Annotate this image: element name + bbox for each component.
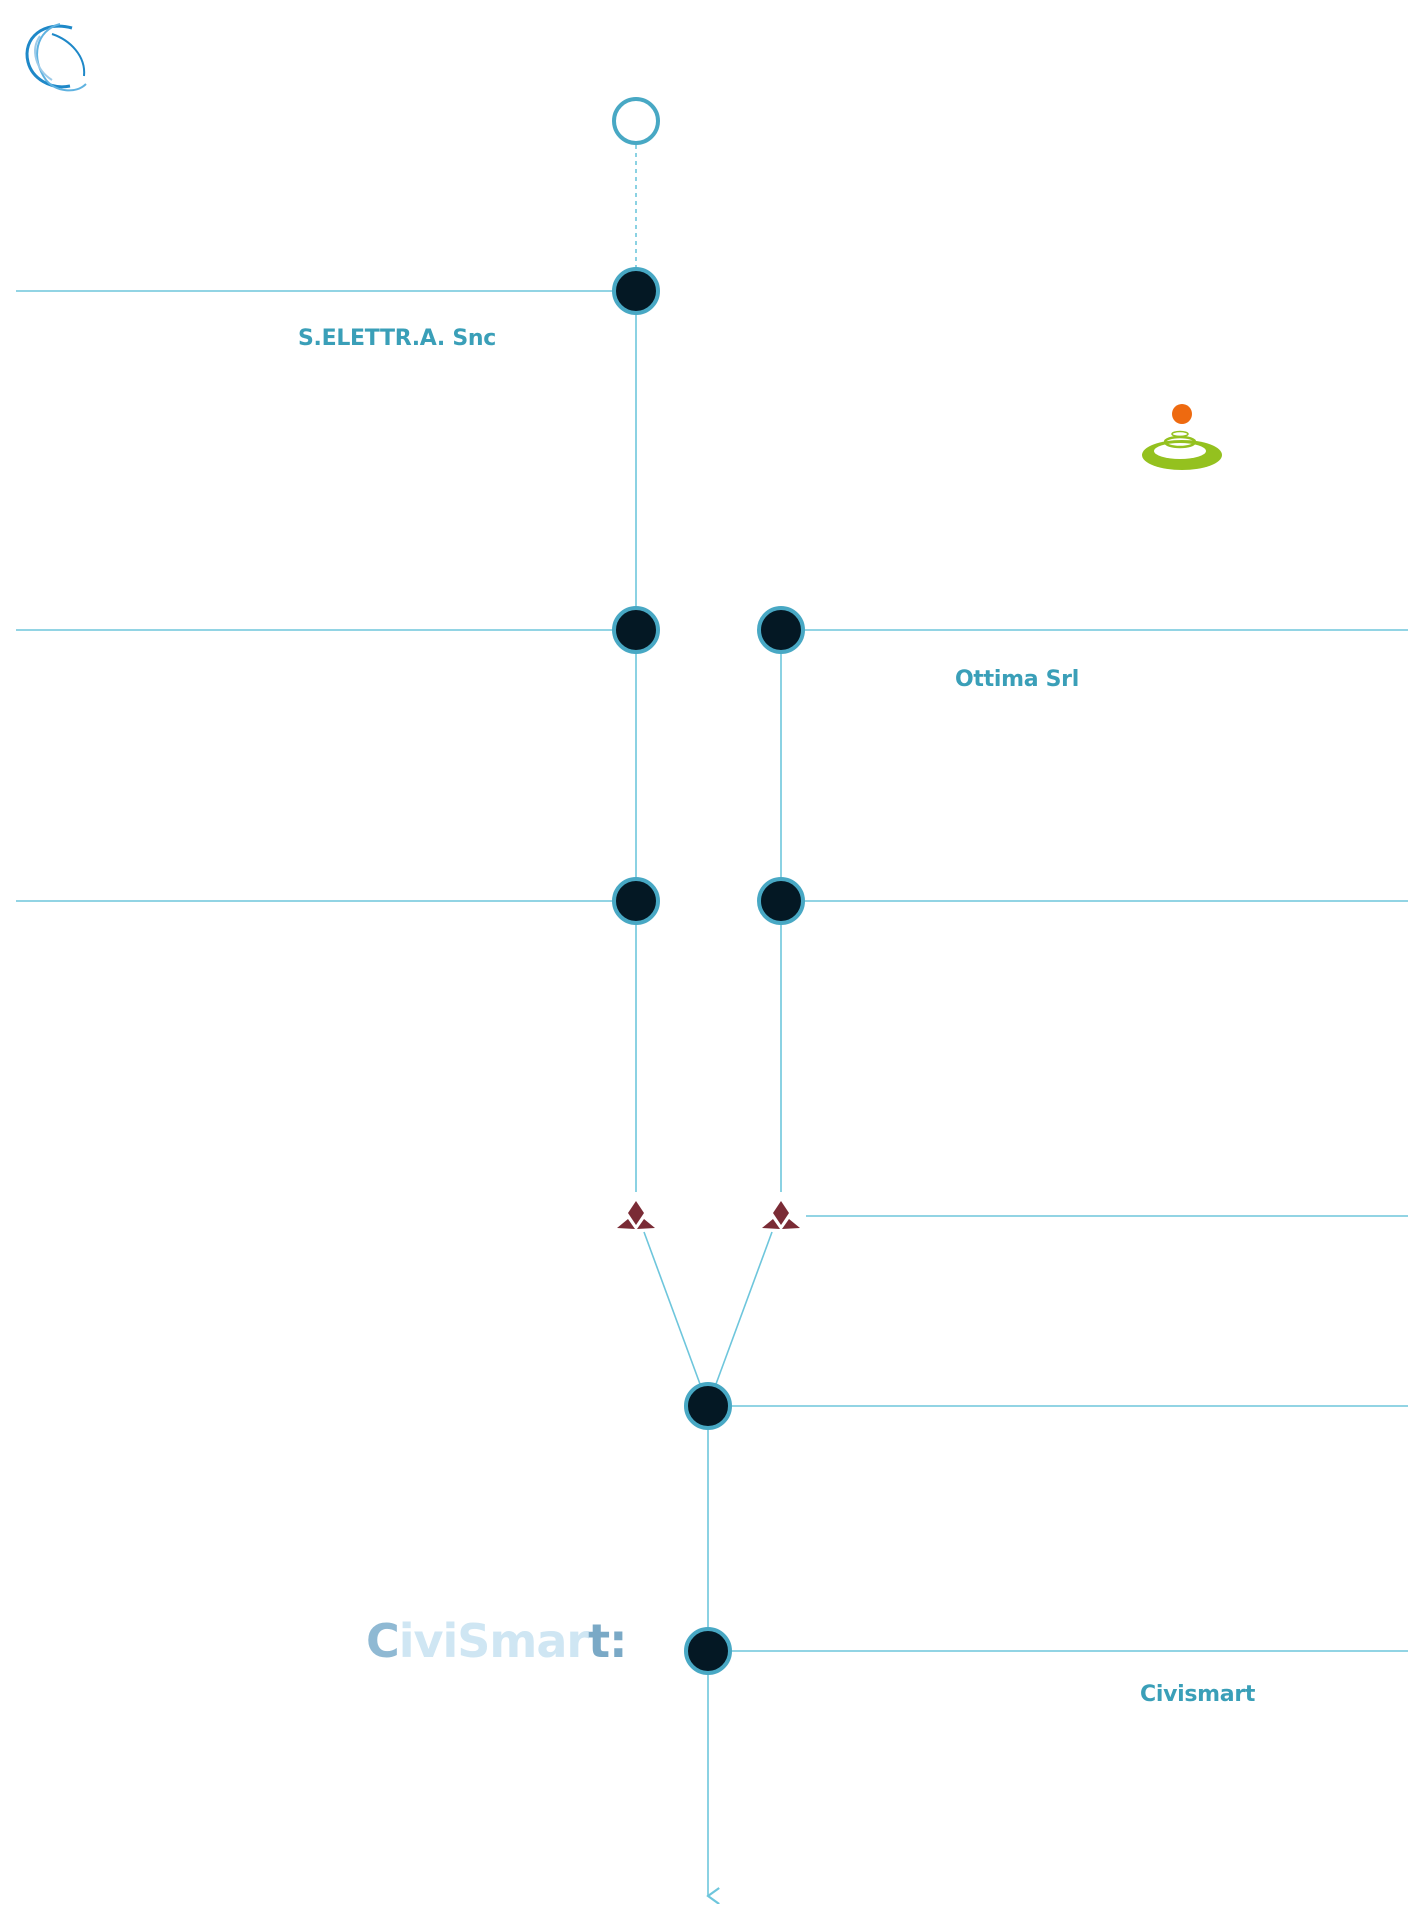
merge-line-left — [643, 1231, 701, 1385]
timeline-node — [612, 267, 660, 315]
company-label-ottima: Ottima Srl — [955, 667, 1079, 692]
timeline-node — [684, 1382, 732, 1430]
orange-dot-green-rings-icon — [1142, 404, 1222, 470]
lotus-diamond-icon — [762, 1201, 800, 1229]
timeline-node — [757, 606, 805, 654]
timeline-node — [612, 606, 660, 654]
merge-line-right — [715, 1231, 773, 1385]
timeline-node — [612, 877, 660, 925]
company-label-seletra: S.ELETTR.A. Snc — [298, 326, 497, 351]
company-label-civismart: Civismart — [1140, 1682, 1256, 1707]
timeline-node — [684, 1627, 732, 1675]
lotus-diamond-icon — [617, 1201, 655, 1229]
globe-swirl-icon — [25, 23, 87, 92]
timeline-node — [757, 877, 805, 925]
civismart-logo: CiviSmart: — [366, 1614, 628, 1668]
start-node — [612, 97, 660, 145]
